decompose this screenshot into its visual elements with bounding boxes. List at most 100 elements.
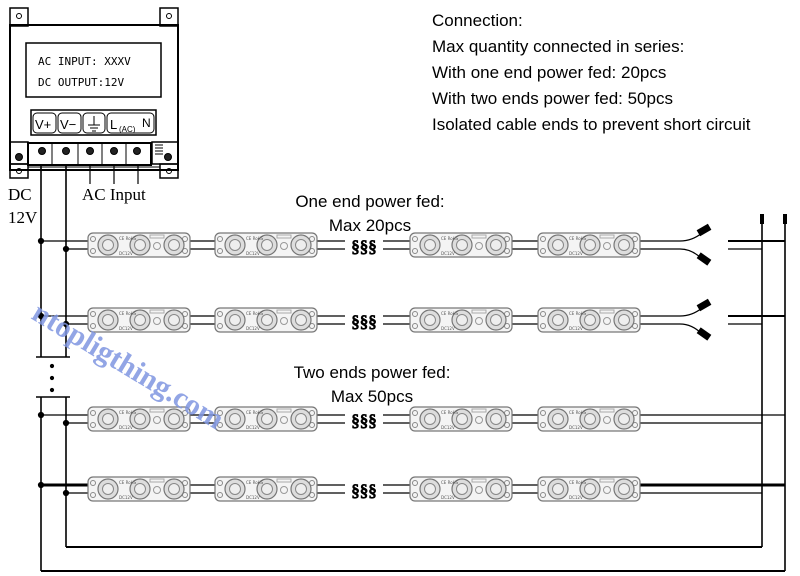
label-slot [149, 408, 165, 413]
power-supply [9, 7, 179, 184]
label-slot [276, 234, 292, 239]
insulated-cap-icon [696, 252, 712, 266]
junction-dot [37, 481, 45, 489]
center-hole-icon [153, 416, 161, 424]
led-lens-inner [168, 413, 180, 425]
led-lens-inner [424, 239, 436, 251]
mount-hole-icon [217, 248, 223, 254]
connection-notes: Connection: Max quantity connected in se… [432, 11, 751, 134]
mount-tab-top-left [9, 7, 29, 27]
led-lens-inner [168, 239, 180, 251]
led-lens-inner [261, 314, 273, 326]
screw-hole-icon [166, 13, 172, 19]
center-hole-icon [603, 317, 611, 325]
one-end-title: One end power fed: [295, 192, 444, 211]
mount-hole-icon [412, 248, 418, 254]
continuation-symbol: §§§ [351, 411, 377, 430]
module-mark-bottom: DC12V [569, 495, 583, 500]
mount-hole-icon [90, 236, 96, 242]
module-mark-bottom: DC12V [246, 495, 260, 500]
continuation-dot [49, 375, 55, 381]
note-line: With one end power fed: 20pcs [432, 63, 666, 82]
junction-dot [62, 320, 70, 328]
continuation-symbol: §§§ [351, 481, 377, 500]
psu-display-line1: AC INPUT: XXXV [38, 55, 131, 68]
center-hole-icon [153, 486, 161, 494]
module-mark-top: CE RoHS [119, 480, 137, 485]
terminal-label-box [82, 112, 106, 134]
mount-hole-icon [540, 422, 546, 428]
led-lens-inner [424, 483, 436, 495]
screw-hole-icon [16, 13, 22, 19]
led-lens-inner [295, 314, 307, 326]
terminal-label-box [32, 112, 57, 134]
led-lens-inner [424, 314, 436, 326]
mount-hole-icon [412, 236, 418, 242]
led-lens-inner [618, 483, 630, 495]
junction-dot [37, 411, 45, 419]
junction-dot [62, 489, 70, 497]
mount-hole-icon [412, 311, 418, 317]
mount-hole-icon [217, 323, 223, 329]
junction-dot [62, 419, 70, 427]
two-end-title: Two ends power fed: [294, 363, 451, 382]
mount-hole-icon [540, 311, 546, 317]
led-lens-inner [552, 314, 564, 326]
terminal-ac-label: (AC) [119, 125, 136, 134]
led-lens-inner [618, 239, 630, 251]
junction-dot [37, 312, 45, 320]
continuation-symbol: §§§ [351, 312, 377, 331]
label-slot [599, 408, 615, 413]
note-line: Connection: [432, 11, 523, 30]
junction-dot [37, 237, 45, 245]
module-mark-bottom: DC12V [441, 326, 455, 331]
led-lens-inner [490, 314, 502, 326]
note-line: Max quantity connected in series: [432, 37, 684, 56]
module-mark-top: CE RoHS [441, 480, 459, 485]
center-hole-icon [280, 242, 288, 250]
module-mark-bottom: DC12V [246, 251, 260, 256]
led-lens-inner [295, 239, 307, 251]
terminal-label-box [57, 112, 82, 134]
mount-hole-icon [412, 410, 418, 416]
label-slot [149, 478, 165, 483]
continuation-dot [49, 363, 55, 369]
module-mark-top: CE RoHS [119, 236, 137, 241]
label-slot [276, 408, 292, 413]
led-lens-inner [102, 413, 114, 425]
note-line: With two ends power fed: 50pcs [432, 89, 673, 108]
led-lens-inner [584, 483, 596, 495]
mount-hole-icon [217, 410, 223, 416]
led-lens-inner [134, 239, 146, 251]
psu-body [9, 24, 179, 171]
two-end-max: Max 50pcs [331, 387, 413, 406]
continuation-dot [49, 387, 55, 393]
led-lens-inner [295, 413, 307, 425]
insulated-cap-icon [696, 223, 712, 237]
mount-hole-icon [540, 492, 546, 498]
led-lens-inner [134, 314, 146, 326]
led-lens-inner [295, 483, 307, 495]
led-lens-inner [618, 413, 630, 425]
label-slot [471, 309, 487, 314]
led-lens-inner [229, 314, 241, 326]
led-lens-inner [490, 239, 502, 251]
one-end-max: Max 20pcs [329, 216, 411, 235]
led-lens-inner [102, 314, 114, 326]
terminal-label-box [106, 112, 155, 134]
mount-hole-icon [90, 422, 96, 428]
mount-hole-icon [217, 480, 223, 486]
module-mark-bottom: DC12V [569, 326, 583, 331]
mount-hole-icon [217, 422, 223, 428]
mount-hole-icon [90, 248, 96, 254]
module-mark-bottom: DC12V [246, 326, 260, 331]
led-lens-inner [134, 483, 146, 495]
led-lens-inner [456, 413, 468, 425]
